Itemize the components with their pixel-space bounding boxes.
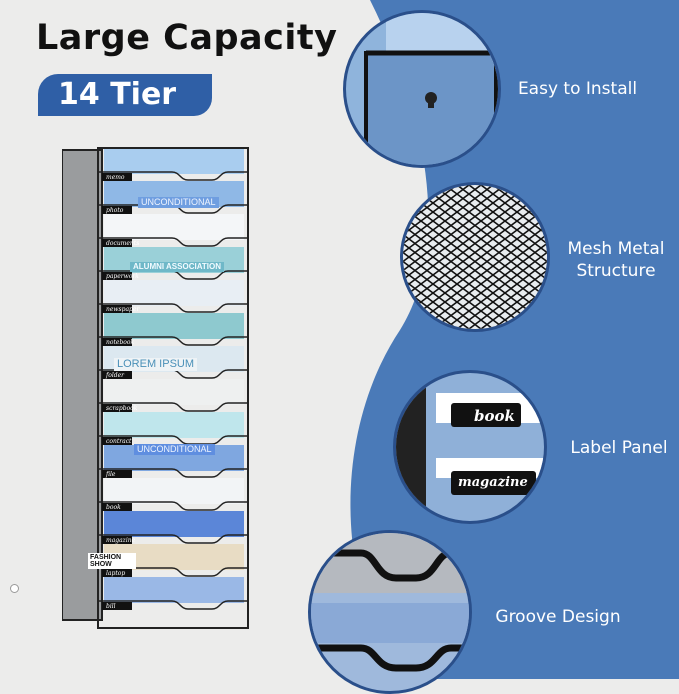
label-tag	[102, 371, 132, 379]
label-tag	[102, 272, 132, 280]
feature-image-label-panel: book magazine	[393, 370, 547, 524]
label-tag	[102, 470, 132, 478]
folder	[104, 577, 244, 603]
label-tag-book: book	[474, 407, 515, 425]
label-tag	[102, 437, 132, 445]
label-tag	[102, 569, 132, 577]
folder	[104, 313, 244, 339]
tier-tray-rim	[98, 468, 247, 478]
feature-label-groove: Groove Design	[495, 607, 621, 627]
label-tag-magazine: magazine	[458, 475, 528, 490]
tier-tray-rim	[98, 237, 247, 247]
folder-print-alumni-association: ALUMNI ASSOCIATION	[130, 262, 224, 272]
tier-tray-rim	[98, 501, 247, 511]
feature-label-install: Easy to Install	[517, 79, 638, 99]
feature-image-groove	[308, 530, 472, 694]
feature-label-mesh: Mesh Metal Structure	[567, 239, 665, 281]
feature-image-install	[343, 10, 501, 168]
label-tag	[102, 173, 132, 181]
folder-print-fashion-show: FASHION SHOW	[88, 553, 136, 569]
label-tag	[102, 602, 132, 610]
label-tag-text: documents	[106, 240, 139, 247]
folder	[104, 511, 244, 537]
label-tag-text: scrapbook	[106, 405, 138, 412]
tier-tray-rim	[98, 402, 247, 412]
folder-print-lorem-ipsum: LOREM IPSUM	[114, 358, 198, 371]
label-tag	[102, 206, 132, 214]
page-title: Large Capacity	[36, 18, 338, 58]
wall-hole	[10, 584, 19, 593]
label-tag-text: folder	[105, 372, 125, 379]
label-tag	[102, 305, 132, 313]
tier-tray-rim	[98, 336, 247, 346]
label-tag-text: book	[106, 504, 121, 511]
folder	[104, 148, 244, 174]
label-tag-text: paperwork	[106, 273, 139, 280]
folder	[104, 379, 244, 405]
label-tag	[102, 503, 132, 511]
tier-badge: 14 Tier	[38, 74, 212, 116]
label-tag	[102, 536, 132, 544]
label-tag-text: contract	[106, 438, 132, 445]
label-tag-text: memo	[106, 174, 125, 181]
label-tag-text: laptop	[106, 570, 125, 577]
folder	[104, 478, 244, 504]
rack-frame	[97, 147, 249, 629]
label-tag-text: notebook	[106, 339, 135, 346]
tier-tray-rim	[98, 600, 247, 610]
folder-print-unconditional-lower: UNCONDITIONAL	[134, 444, 215, 455]
wall-file-organizer-image: memo photo documents paperwork newspaper note…	[62, 147, 249, 629]
label-tag-text: photo	[106, 207, 124, 214]
tier-tray-rim	[98, 534, 247, 544]
label-tag	[102, 239, 132, 247]
tier-tray-rim	[98, 270, 247, 280]
rack-side-panel	[62, 149, 103, 621]
folder-print-unconditional-top: UNCONDITIONAL	[138, 197, 219, 208]
label-tag-text: bill	[106, 603, 116, 610]
tier-tray-rim	[98, 369, 247, 379]
folder	[104, 412, 244, 438]
label-tag-text: file	[105, 471, 116, 478]
label-tag	[102, 338, 132, 346]
tier-tray-rim	[98, 303, 247, 313]
label-tag-text: newspaper	[106, 306, 140, 313]
folder	[104, 280, 244, 306]
tier-tray-rim	[98, 567, 247, 577]
feature-label-label-panel: Label Panel	[570, 438, 668, 458]
feature-image-mesh	[400, 182, 550, 332]
label-tag-text: magazine	[106, 537, 136, 544]
label-tag	[102, 404, 132, 412]
folder	[104, 214, 244, 240]
tier-tray-rim	[98, 171, 247, 181]
